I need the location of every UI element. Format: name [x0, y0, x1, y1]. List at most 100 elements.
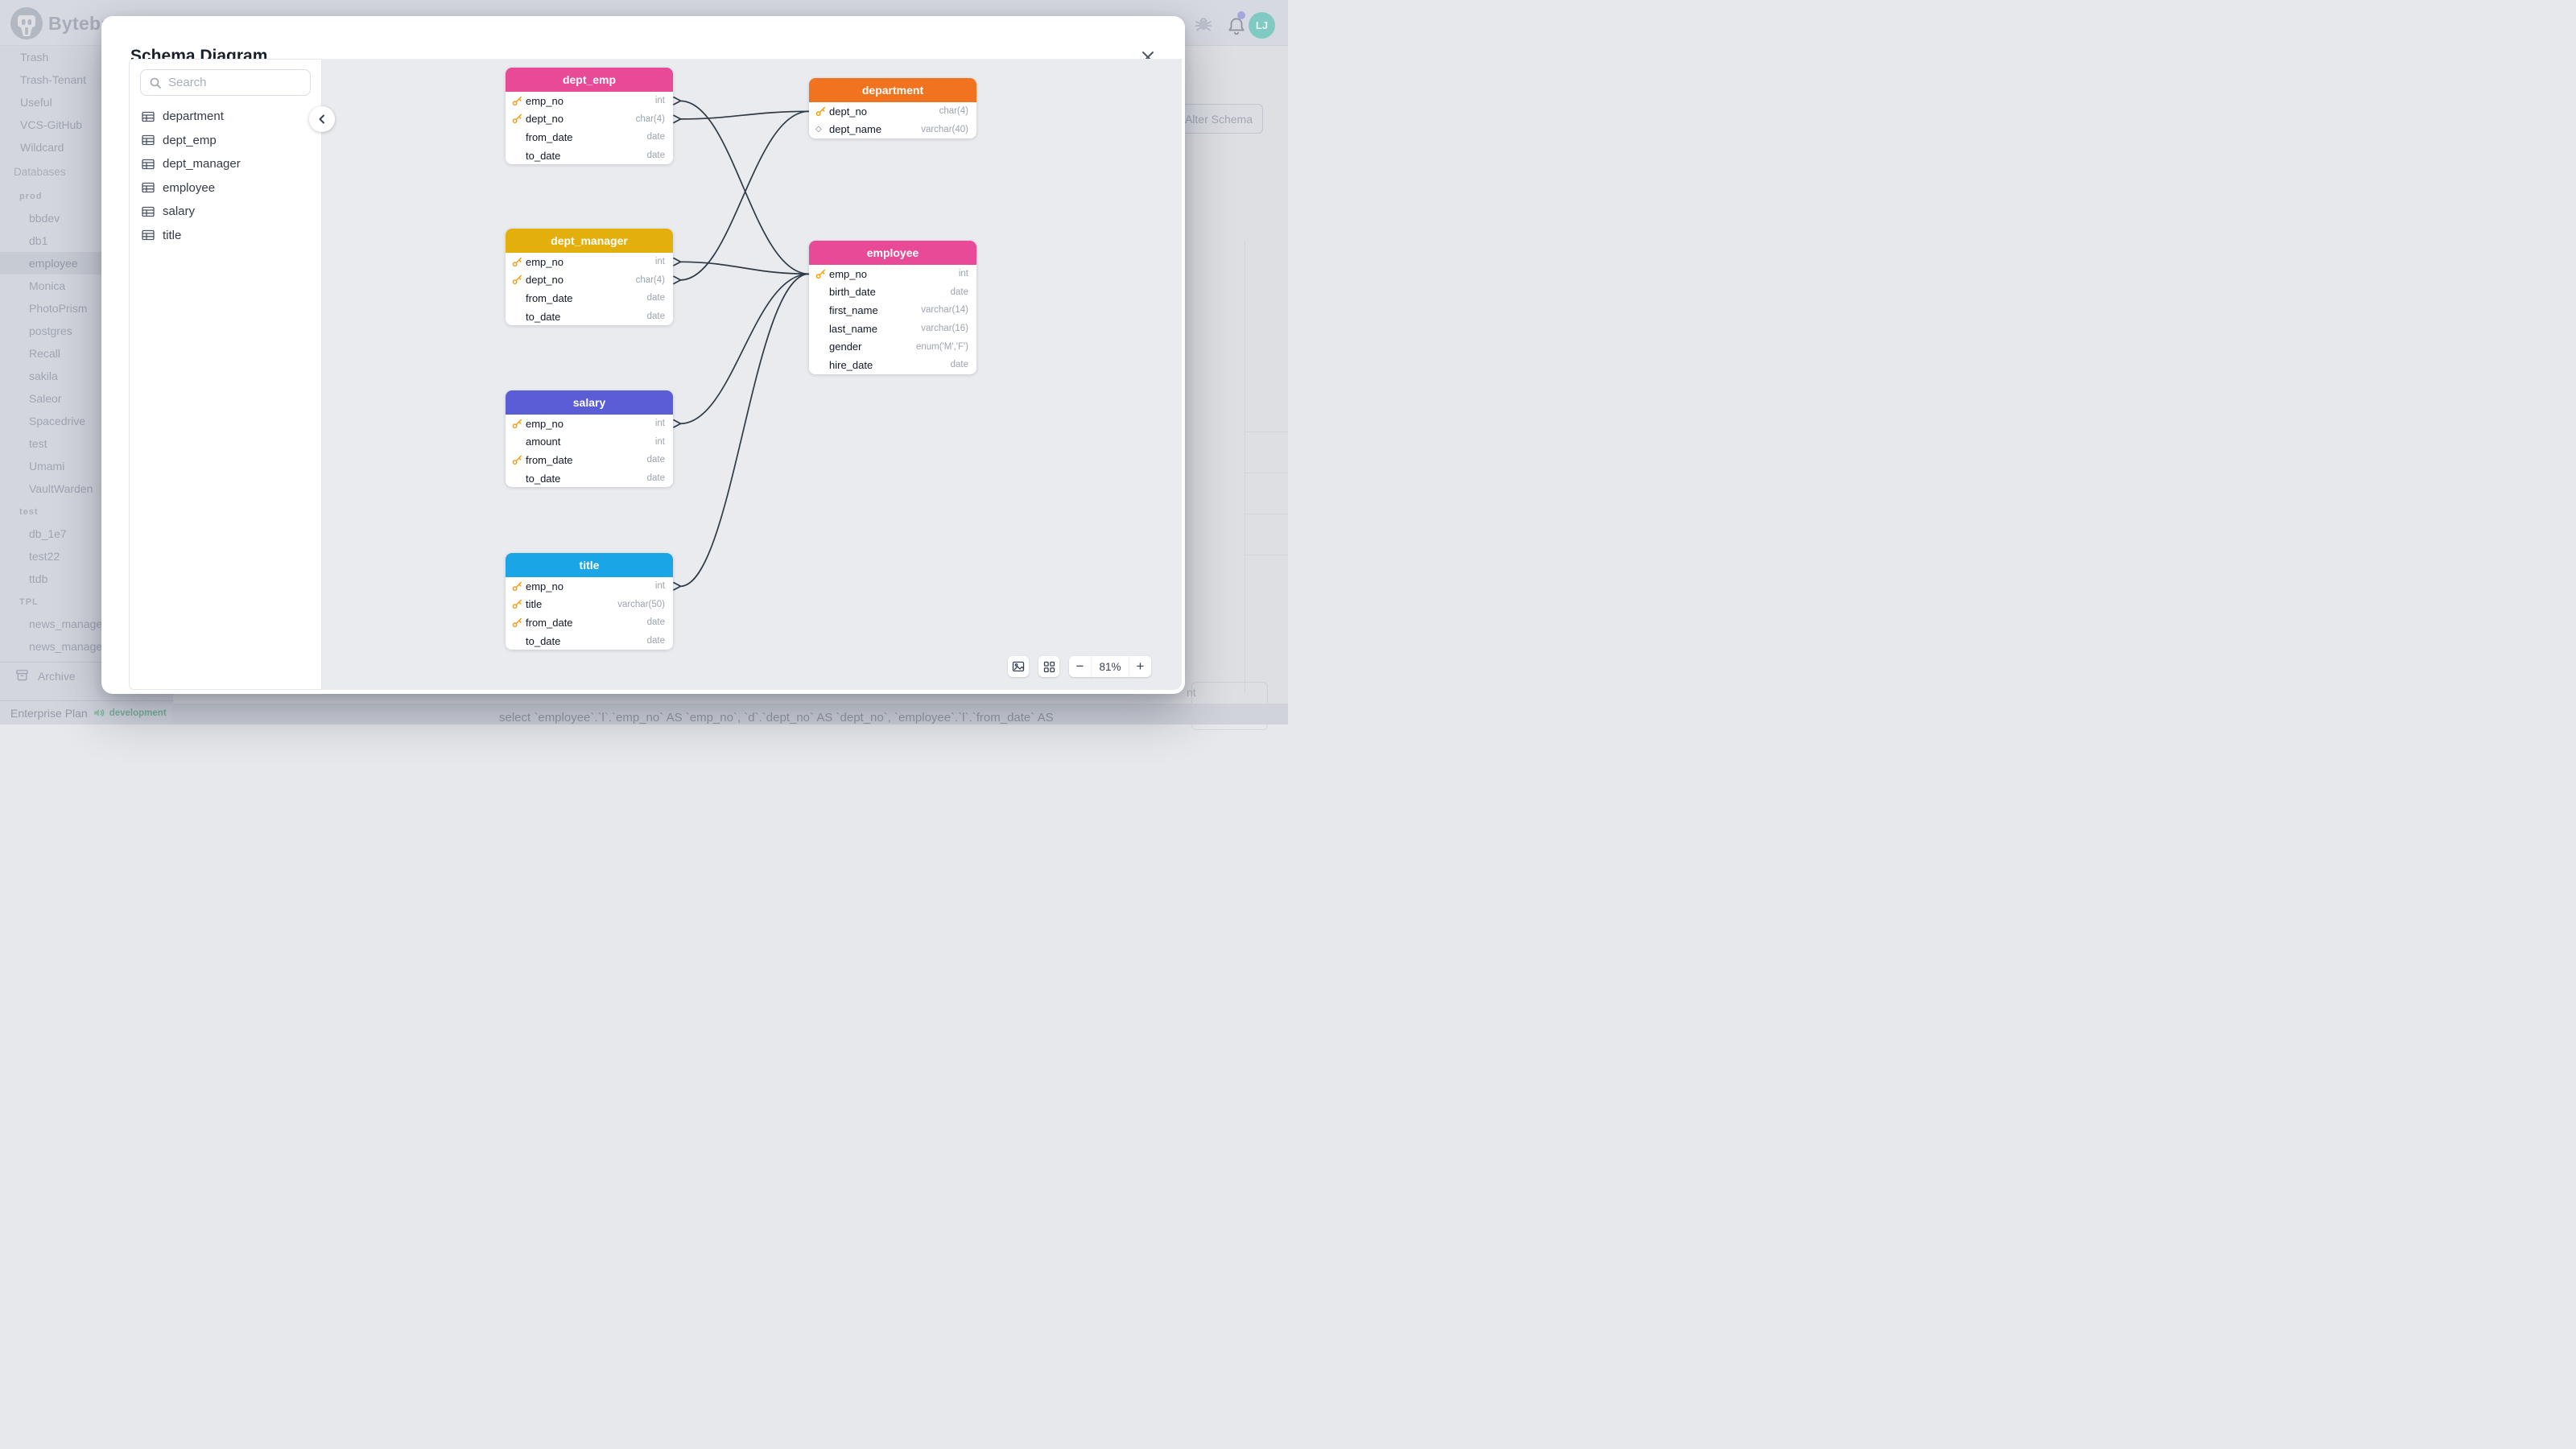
schema-table-item-department[interactable]: department: [130, 105, 321, 129]
table-item-label: title: [163, 228, 182, 242]
table-card-header: department: [809, 78, 976, 102]
alter-schema-button: Alter Schema: [1174, 104, 1263, 134]
zoom-out-button[interactable]: −: [1069, 656, 1092, 677]
sidebar-db-monica: Monica: [29, 279, 66, 292]
schema-table-item-salary[interactable]: salary: [130, 200, 321, 224]
column-type: date: [646, 132, 665, 142]
table-icon: [142, 182, 155, 193]
sidebar-db-vaultwarden: VaultWarden: [29, 482, 93, 495]
primary-key-icon: [512, 96, 526, 106]
table-card-header: employee: [809, 241, 976, 265]
column-type: date: [646, 473, 665, 484]
relationship-edges: [673, 96, 810, 591]
schema-table-item-dept-manager[interactable]: dept_manager: [130, 152, 321, 176]
column-name: to_date: [526, 149, 561, 162]
zoom-in-button[interactable]: +: [1129, 656, 1151, 677]
export-image-button[interactable]: [1008, 656, 1029, 677]
schema-table-item-dept-emp[interactable]: dept_emp: [130, 129, 321, 153]
column-type: int: [654, 581, 665, 592]
bug-report-icon: [1195, 15, 1212, 37]
sidebar-db-news-manage: news_manage: [29, 617, 103, 630]
column-name: emp_no: [526, 94, 564, 107]
column-type: int: [654, 96, 665, 106]
column-name: from_date: [526, 130, 573, 143]
sidebar-db-test22: test22: [29, 550, 60, 563]
table-card-header: salary: [506, 390, 673, 415]
sidebar-db-recall: Recall: [29, 347, 60, 360]
table-item-label: employee: [163, 180, 216, 195]
table-item-label: dept_emp: [163, 133, 217, 147]
sidebar-db-umami: Umami: [29, 460, 65, 473]
primary-key-icon: [512, 455, 526, 465]
column-name: hire_date: [829, 358, 873, 371]
column-type: varchar(16): [921, 324, 968, 334]
column-name: to_date: [526, 634, 561, 647]
column-type: int: [654, 257, 665, 267]
column-name: gender: [829, 341, 862, 353]
sidebar-db-photoprism: PhotoPrism: [29, 302, 88, 315]
sidebar-group-test: test: [19, 507, 39, 517]
search-input[interactable]: [168, 76, 297, 89]
column-row: from_date date: [506, 128, 673, 147]
sql-preview-row: select `employee`.`l`.`emp_no` AS `emp_n…: [173, 704, 1288, 724]
sidebar-item-trash: Trash: [20, 51, 49, 64]
table-icon: [142, 159, 155, 170]
environment-badge: development: [109, 708, 167, 718]
sidebar-db-test: test: [29, 437, 47, 450]
column-row: emp_no int: [506, 92, 673, 110]
sidebar-item-useful: Useful: [20, 96, 52, 109]
table-card-header: dept_manager: [506, 229, 673, 253]
sidebar-group-tpl: TPL: [19, 597, 39, 607]
column-type: date: [950, 360, 968, 370]
column-type: date: [646, 293, 665, 303]
user-avatar: LJ: [1249, 12, 1275, 39]
table-icon: [142, 206, 155, 217]
zoom-control: − 81% +: [1069, 656, 1151, 677]
cropped-label-fragment: nt: [1187, 686, 1196, 699]
primary-key-icon: [815, 106, 829, 117]
zoom-level[interactable]: 81%: [1099, 660, 1121, 673]
sidebar-db-postgres: postgres: [29, 324, 72, 337]
sidebar-db-spacedrive: Spacedrive: [29, 415, 86, 427]
background-row-line: [1245, 431, 1288, 432]
sidebar-item-wildcard: Wildcard: [20, 141, 64, 154]
column-type: varchar(50): [617, 599, 665, 609]
primary-key-icon: [512, 257, 526, 267]
primary-key-icon: [512, 114, 526, 124]
search-box[interactable]: [140, 69, 311, 96]
table-icon: [142, 134, 155, 146]
column-name: dept_no: [829, 105, 867, 118]
column-name: last_name: [829, 322, 877, 335]
column-name: emp_no: [526, 255, 564, 268]
column-row: hire_date date: [809, 356, 976, 374]
primary-key-icon: [512, 419, 526, 429]
collapse-panel-button[interactable]: [309, 106, 335, 132]
column-type: enum('M','F'): [915, 341, 968, 352]
primary-key-icon: [512, 581, 526, 592]
sidebar-db-saleor: Saleor: [29, 392, 62, 405]
plan-bar: Enterprise Plan development: [0, 700, 173, 724]
schema-table-item-employee[interactable]: employee: [130, 176, 321, 200]
bytebase-logo-icon: [10, 6, 43, 44]
schema-table-item-title[interactable]: title: [130, 224, 321, 248]
index-diamond-icon: ◇: [815, 125, 822, 134]
table-item-label: department: [163, 109, 224, 124]
column-name: emp_no: [829, 267, 867, 280]
primary-key-icon: [815, 269, 829, 279]
auto-layout-button[interactable]: [1038, 656, 1059, 677]
primary-key-icon: [512, 599, 526, 609]
column-name: title: [526, 598, 543, 611]
